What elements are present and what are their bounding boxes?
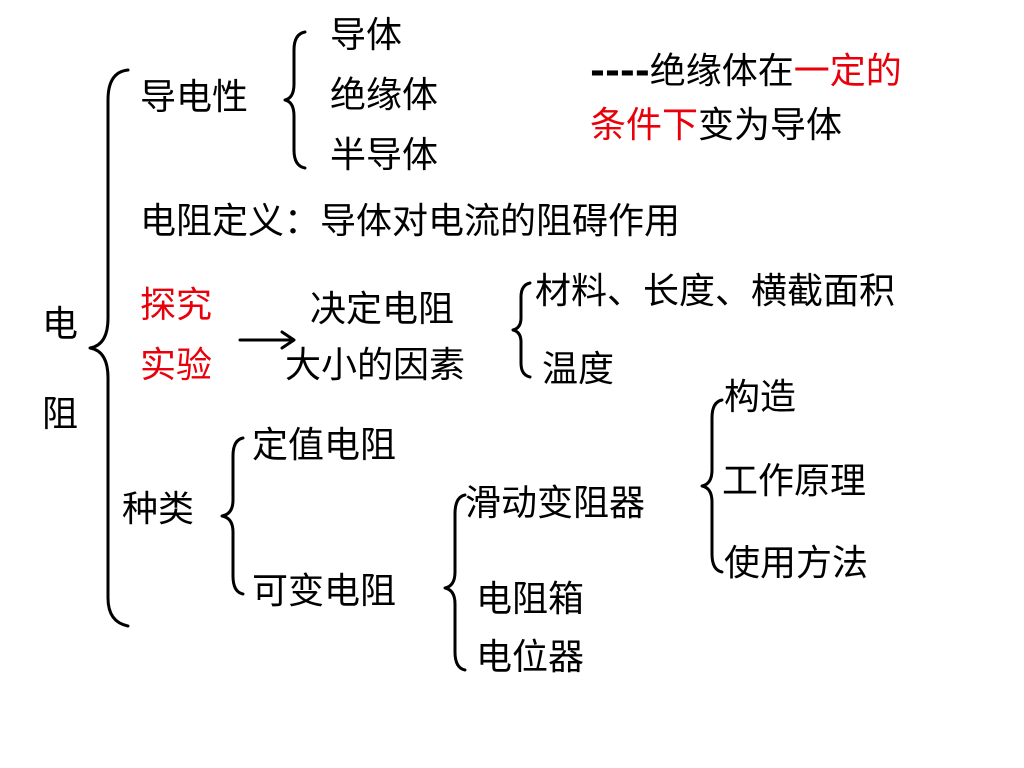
note-dash: ---- [590,51,650,92]
variable-resistance-box: 电阻箱 [476,579,585,620]
variable-brace [443,493,467,672]
type-variable-resistor: 可变电阻 [252,571,397,612]
rheostat-structure: 构造 [724,377,797,418]
factor-temperature: 温度 [542,349,615,390]
experiment-target-line-2: 大小的因素 [285,345,466,386]
note-red-2: 条件下 [590,105,699,146]
insulator-note-line-2: 条件下变为导体 [590,106,842,146]
rheostat-usage: 使用方法 [724,543,869,584]
rheostat-brace [700,398,724,574]
conductivity-item-insulator: 绝缘体 [330,75,439,116]
experiment-label-line-1: 探究 [140,285,213,326]
rheostat-principle: 工作原理 [722,461,867,502]
experiment-arrow-head [280,330,296,350]
factor-material-length-area: 材料、长度、横截面积 [535,271,896,312]
types-brace [220,436,245,596]
resistance-definition: 电阻定义：导体对电流的阻碍作用 [140,201,681,242]
note-part-1: 绝缘体在 [649,51,794,92]
note-red-1: 一定的 [793,51,902,92]
variable-potentiometer: 电位器 [476,637,585,678]
factors-brace [511,281,532,379]
conductivity-item-semiconductor: 半导体 [330,135,439,176]
root-char-1: 电 [41,304,78,345]
root-char-2: 阻 [41,394,78,435]
experiment-target-line-1: 决定电阻 [310,289,455,330]
insulator-note-line-1: ----绝缘体在一定的 [590,52,902,92]
root-label: 电 阻 [40,280,80,460]
type-fixed-resistor: 定值电阻 [252,425,397,466]
types-label: 种类 [122,489,195,530]
conductivity-item-conductor: 导体 [330,15,403,56]
experiment-label-line-2: 实验 [140,345,213,386]
variable-rheostat: 滑动变阻器 [465,483,646,524]
conductivity-label: 导电性 [140,77,249,118]
main-brace [88,68,130,628]
note-part-2: 变为导体 [698,105,843,146]
conductivity-brace [283,30,307,170]
